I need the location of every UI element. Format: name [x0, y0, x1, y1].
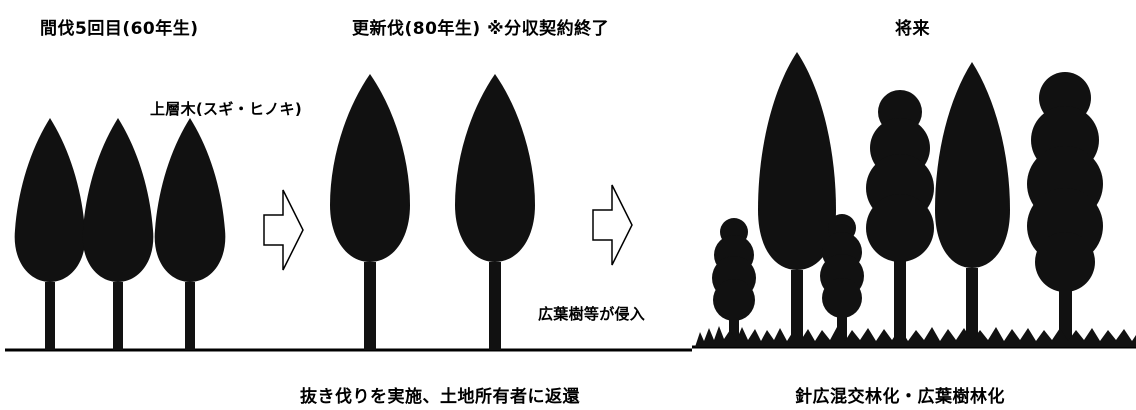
- conifer-tree: [455, 74, 535, 350]
- stage-3-title: 将来: [895, 19, 930, 39]
- broadleaf-tree: [1027, 72, 1103, 345]
- conifer-tree: [154, 118, 226, 350]
- upper-trees-label: 上層木(スギ・ヒノキ): [150, 100, 303, 118]
- broadleaf-invade-label: 広葉樹等が侵入: [538, 305, 646, 323]
- arrow-right-outline: [263, 189, 304, 271]
- stage-1-title: 間伐5回目(60年生): [40, 19, 199, 39]
- mixed-forest-caption: 針広混交林化・広葉樹林化: [795, 387, 1005, 407]
- broadleaf-tree: [820, 214, 864, 345]
- broadleaf-tree: [712, 218, 756, 345]
- conifer-tree: [935, 62, 1010, 345]
- arrow-right-outline: [592, 184, 633, 266]
- broadleaf-tree: [866, 90, 934, 345]
- conifer-tree: [14, 118, 86, 350]
- return-land-caption: 抜き伐りを実施、土地所有者に返還: [300, 387, 580, 407]
- undergrowth-grass: [695, 326, 1136, 347]
- conifer-tree: [330, 74, 410, 350]
- conifer-tree: [82, 118, 154, 350]
- stage-2-title: 更新伐(80年生) ※分収契約終了: [352, 19, 610, 39]
- conifer-tree: [758, 52, 836, 345]
